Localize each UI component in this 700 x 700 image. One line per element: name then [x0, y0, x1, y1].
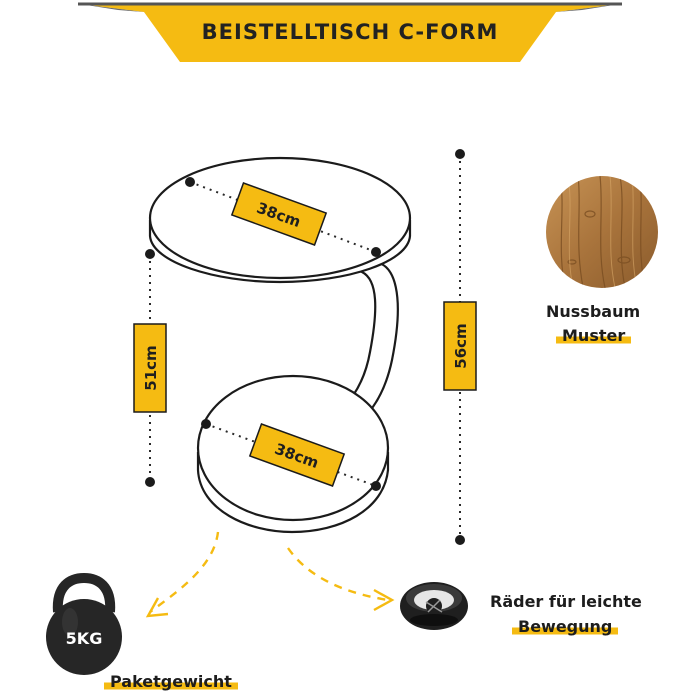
wheels-highlight: Bewegung — [512, 617, 619, 636]
wheels-label: Räder für leichte — [490, 592, 642, 611]
arrow-to-wheels — [287, 547, 389, 602]
kettlebell-icon: 5KG — [46, 572, 122, 675]
dim-top-diameter: 38cm — [230, 182, 328, 246]
kettlebell-weight-label: 5KG — [66, 629, 103, 648]
arrow-head-wheels — [373, 588, 395, 612]
dim-total-height: 56cm — [443, 301, 477, 391]
dim-total-label: 56cm — [452, 323, 470, 368]
material-pattern: Muster — [556, 326, 632, 345]
arrow-to-weight — [149, 531, 220, 613]
walnut-swatch — [546, 176, 658, 288]
package-weight-caption: Paketgewicht — [104, 672, 238, 691]
title-banner — [78, 2, 622, 62]
measure-endpoints — [145, 149, 465, 545]
material-name: Nussbaum — [546, 302, 641, 321]
caster-wheel-icon — [400, 582, 468, 630]
dim-table-height: 51cm — [133, 323, 167, 413]
arrow-head-weight — [145, 597, 169, 618]
dim-base-diameter: 38cm — [248, 423, 346, 487]
dim-height-label: 51cm — [142, 345, 160, 390]
page-title: BEISTELLTISCH C-FORM — [201, 20, 499, 44]
